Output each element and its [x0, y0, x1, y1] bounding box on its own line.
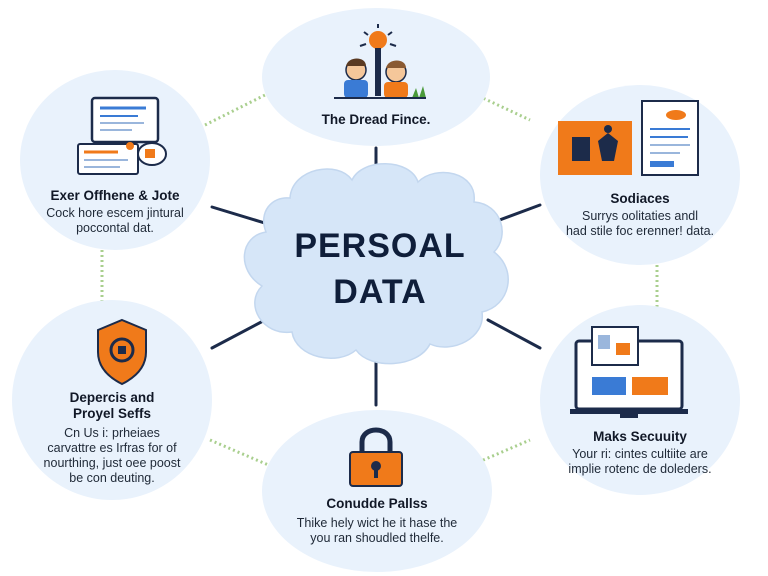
center-title-line1: PERSOAL	[294, 227, 466, 265]
dotted-link	[204, 93, 266, 127]
node-mid-right-title: Maks Secuuity	[593, 429, 687, 444]
connector	[486, 318, 542, 350]
shield-icon	[97, 318, 147, 386]
node-top-left-desc: Cock hore escem jintural poccontal dat.	[46, 206, 184, 235]
node-top-right-title: Sodiaces	[610, 191, 670, 206]
node-top-title: The Dread Fince.	[321, 112, 431, 127]
padlock-icon	[349, 427, 403, 487]
center-cloud	[243, 163, 509, 365]
connector	[210, 318, 267, 350]
node-mid-right-desc: Your ri: cintes cultiite are implie rote…	[568, 447, 712, 476]
node-top: The Dread Fince.	[262, 8, 490, 146]
node-mid-left-title: Depercis and Proyel Seffs	[69, 390, 155, 421]
documents-icon	[77, 96, 167, 175]
node-top-right: Sodiaces Surrys oolitaties andl had stil…	[540, 85, 740, 265]
center-title-line2: DATA	[333, 273, 427, 311]
node-top-left-title: Exer Offhene & Jote	[50, 188, 180, 203]
report-icon	[558, 100, 699, 176]
node-bottom: Conudde Pallss Thike hely wict he it has…	[262, 410, 492, 572]
node-mid-left: Depercis and Proyel Seffs Cn Us i: prhei…	[12, 300, 212, 500]
node-bottom-title: Conudde Pallss	[326, 496, 428, 511]
node-top-left: Exer Offhene & Jote Cock hore escem jint…	[20, 70, 210, 250]
node-mid-right: Maks Secuuity Your ri: cintes cultiite a…	[540, 305, 740, 495]
people-sun-icon	[334, 24, 426, 99]
node-top-right-desc: Surrys oolitaties andl had stile foc ere…	[565, 209, 714, 238]
node-mid-left-desc: Cn Us i: prheiaes carvattre es Irfras fo…	[43, 426, 181, 485]
connector	[210, 205, 270, 226]
laptop-icon	[570, 326, 688, 418]
node-bottom-desc: Thike hely wict he it hase the you ran s…	[296, 516, 458, 545]
